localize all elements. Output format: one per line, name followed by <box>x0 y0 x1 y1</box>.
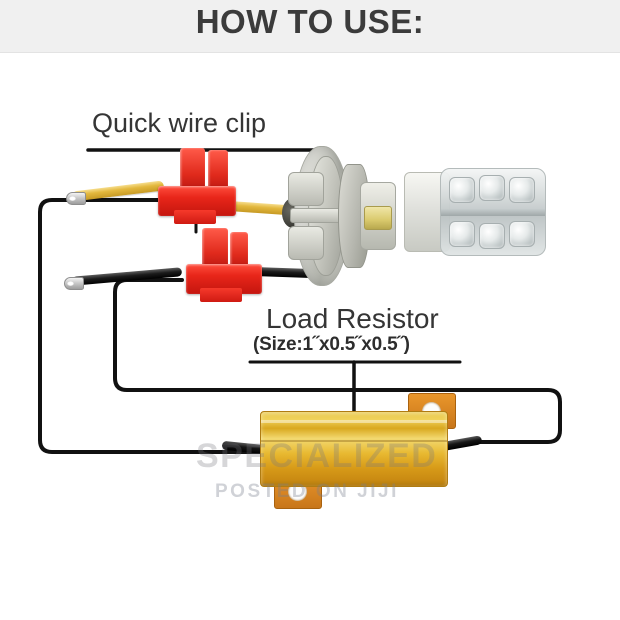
socket-rib-bottom-left <box>288 226 324 260</box>
led-dot <box>479 175 505 201</box>
led-dot <box>449 177 475 203</box>
clip-lever-upper-b <box>208 150 228 192</box>
led-dot <box>509 221 535 247</box>
quick-splice-clip-lower <box>180 228 272 306</box>
led-dot <box>509 177 535 203</box>
spade-terminal-yellow <box>66 192 86 205</box>
label-quick-wire-clip: Quick wire clip <box>92 108 267 138</box>
bulb-socket <box>282 146 408 286</box>
clip-lever-lower-a <box>202 228 228 270</box>
wire-path-inner-loop <box>113 278 562 444</box>
clip-lever-lower-b <box>230 232 248 270</box>
spade-terminal-black <box>64 277 84 290</box>
led-bulb-body <box>440 168 546 256</box>
load-resistor <box>221 393 483 509</box>
page-title: HOW TO USE: <box>195 3 425 40</box>
led-dot <box>479 223 505 249</box>
clip-lever-upper-a <box>180 148 205 192</box>
resistor-body <box>260 411 448 487</box>
label-load-resistor-size: (Size:1˝x0.5˝x0.5˝) <box>253 334 410 355</box>
led-bulb <box>404 166 546 258</box>
socket-contact <box>364 206 392 230</box>
led-dot <box>449 221 475 247</box>
quick-splice-clip-upper <box>152 148 244 228</box>
clip-tab-lower <box>200 288 242 302</box>
socket-rib-top-left <box>288 172 324 206</box>
header-band <box>0 0 620 53</box>
wire-path-outer-left <box>38 198 262 454</box>
label-load-resistor: Load Resistor <box>266 303 439 334</box>
led-bulb-band <box>441 209 545 216</box>
clip-tab-upper <box>174 210 216 224</box>
